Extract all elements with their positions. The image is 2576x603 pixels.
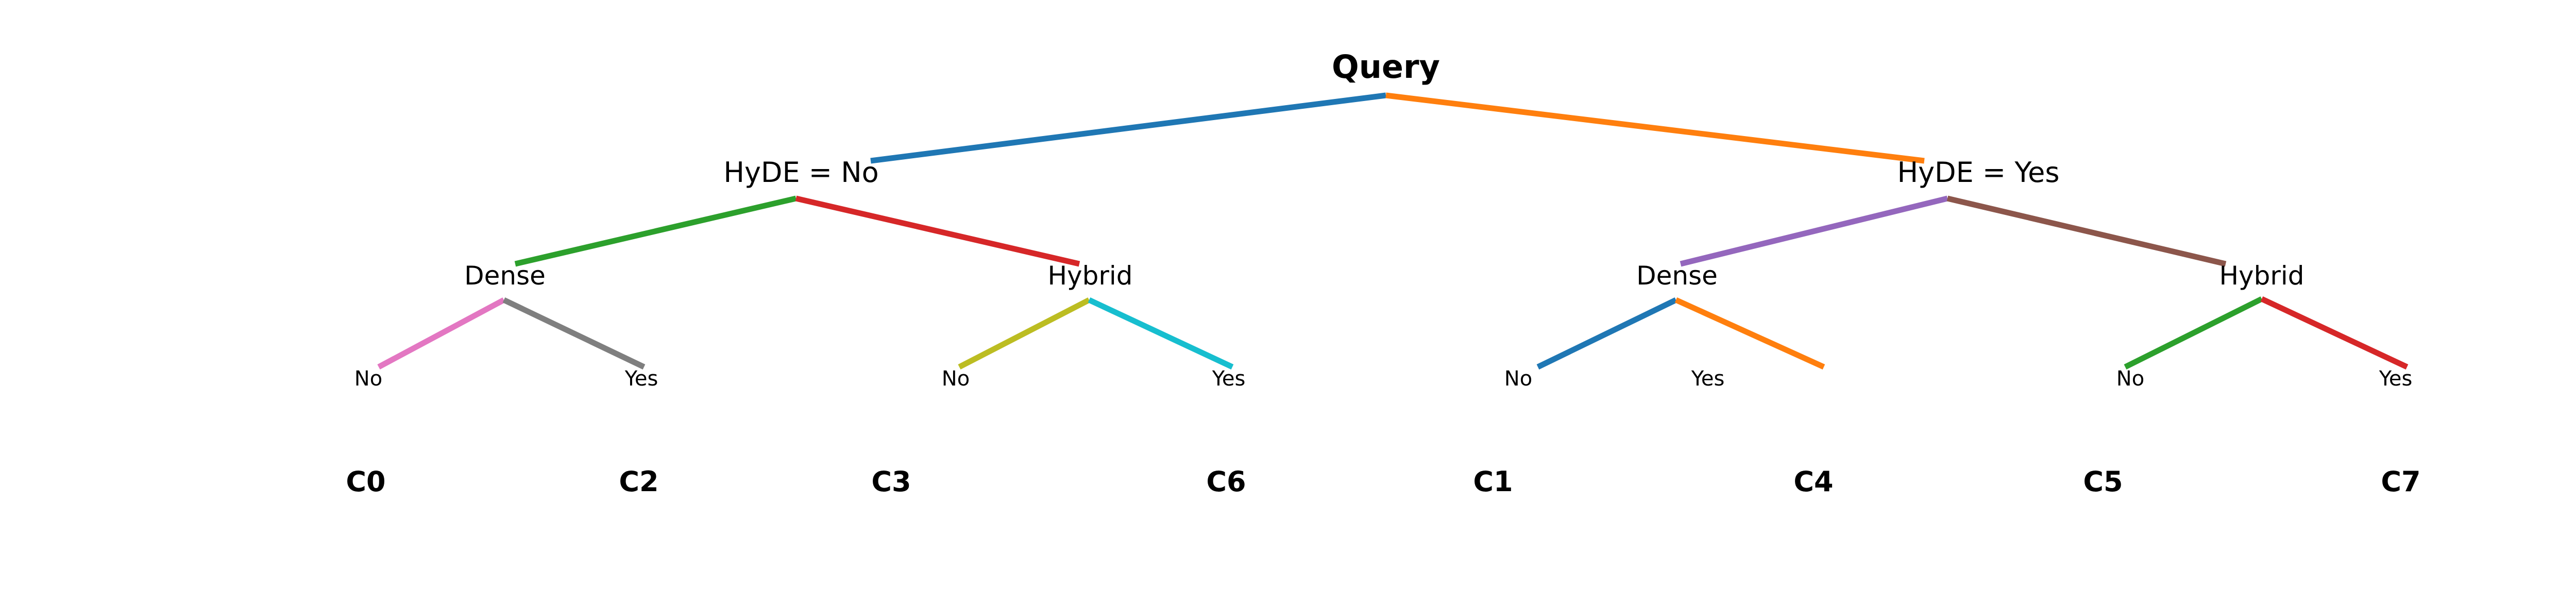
tree-edge-dense-right-to-no xyxy=(1536,297,1677,370)
tree-leaf-c2: C2 xyxy=(619,465,659,498)
tree-node-hyde-yes: HyDE = Yes xyxy=(1897,156,2060,189)
tree-leaf-c0: C0 xyxy=(346,465,386,498)
tree-edge-dense-left-to-yes xyxy=(502,297,646,370)
tree-edge-hyde-yes-to-hybrid xyxy=(1946,195,2227,267)
tree-leaf-c3: C3 xyxy=(871,465,911,498)
tree-leaf-c7: C7 xyxy=(2381,465,2421,498)
tree-node-hyde-no: HyDE = No xyxy=(723,156,879,189)
tree-node-rerank-1: Yes xyxy=(624,367,658,391)
tree-leaf-c1: C1 xyxy=(1473,465,1513,498)
tree-node-rerank-5: Yes xyxy=(1691,367,1725,391)
tree-node-method-2: Dense xyxy=(1636,261,1718,291)
tree-leaf-c5: C5 xyxy=(2083,465,2123,498)
tree-edge-hyde-no-to-hybrid xyxy=(795,195,1080,267)
tree-edge-hybrid-left-to-no xyxy=(958,297,1091,370)
tree-node-method-1: Hybrid xyxy=(1047,261,1133,291)
tree-node-rerank-2: No xyxy=(941,367,970,391)
tree-leaf-c6: C6 xyxy=(1206,465,1246,498)
tree-edge-query-to-hyde-yes xyxy=(1385,92,1925,164)
tree-edge-hybrid-right-to-yes xyxy=(2260,296,2409,370)
tree-node-rerank-6: No xyxy=(2116,367,2145,391)
tree-edge-hyde-yes-to-dense xyxy=(1680,195,1948,267)
tree-node-method-0: Dense xyxy=(464,261,546,291)
tree-node-rerank-0: No xyxy=(354,367,383,391)
tree-edge-hybrid-left-to-yes xyxy=(1088,297,1234,370)
tree-edge-dense-left-to-no xyxy=(377,297,505,370)
tree-edge-hyde-no-to-dense xyxy=(514,195,797,267)
tree-leaf-c4: C4 xyxy=(1793,465,1834,498)
tree-edge-dense-right-to-yes xyxy=(1674,297,1825,370)
tree-node-rerank-3: Yes xyxy=(1212,367,1246,391)
tree-node-query: Query xyxy=(1332,48,1440,86)
tree-node-rerank-4: No xyxy=(1504,367,1533,391)
tree-edge-hybrid-right-to-no xyxy=(2124,296,2263,370)
tree-node-method-3: Hybrid xyxy=(2219,261,2304,291)
tree-edge-query-to-hyde-no xyxy=(870,92,1386,164)
tree-node-rerank-7: Yes xyxy=(2379,367,2413,391)
